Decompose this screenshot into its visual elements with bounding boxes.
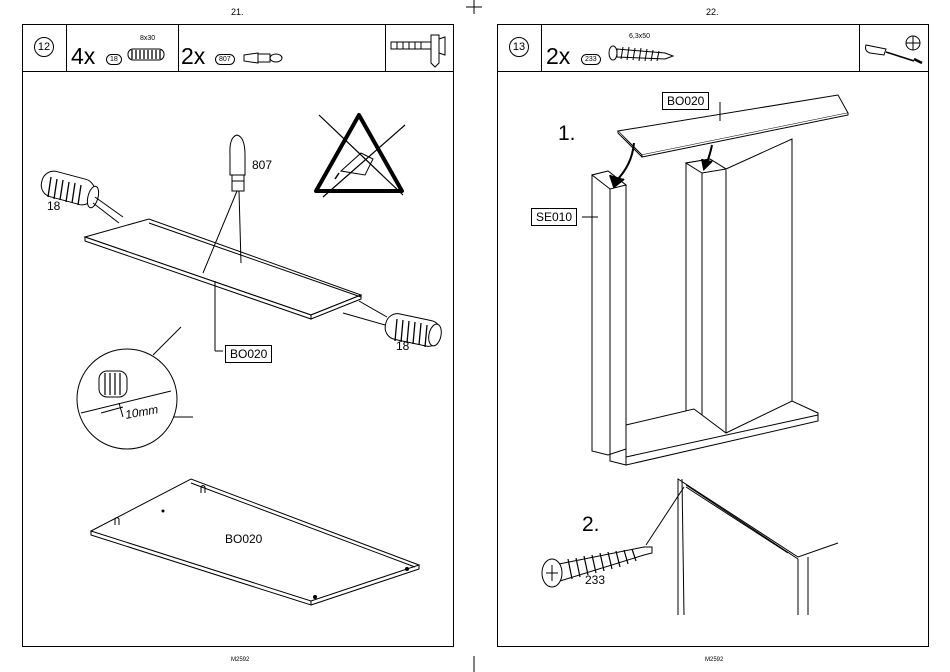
cabinet-frame [592, 139, 818, 465]
top-board-label: BO020 [662, 92, 709, 110]
footer-code: M2592 [705, 657, 723, 663]
side-panel-label: SE010 [531, 208, 577, 226]
substep-1: 1. [558, 122, 576, 146]
assembly-drawing [498, 25, 930, 648]
corner-detail [646, 479, 838, 615]
substep-2: 2. [582, 513, 600, 537]
page-number: 22. [706, 7, 719, 17]
instruction-panel-right: 13 2x 233 6,3x50 [497, 24, 929, 647]
top-board [618, 95, 848, 157]
screw-label: 233 [585, 573, 605, 587]
